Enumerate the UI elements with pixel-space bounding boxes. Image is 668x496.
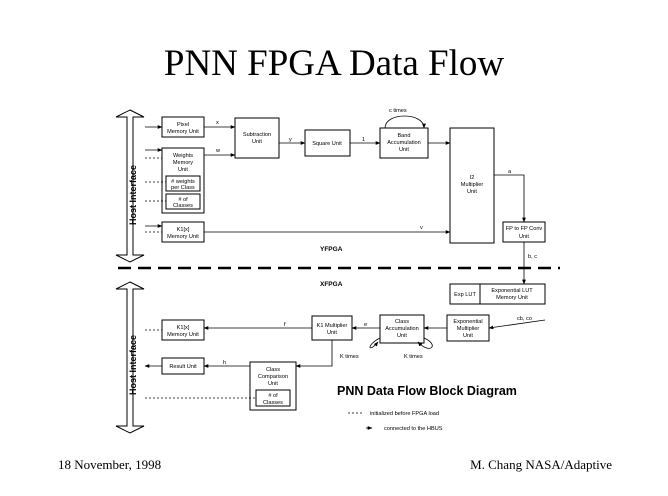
k1-mult-label-2: Unit bbox=[327, 330, 337, 336]
legend-arrow-text: connected to the HBUS bbox=[384, 426, 443, 432]
signal-a: a bbox=[508, 169, 512, 175]
connectors-lower bbox=[144, 319, 546, 368]
fp-conv-unit-word: Unit bbox=[519, 234, 529, 240]
result-label: Result Unit bbox=[169, 364, 197, 370]
host-interface-arrow-bottom bbox=[115, 281, 145, 434]
k1-memory-bottom-label-1: K1[x] bbox=[177, 325, 190, 331]
footer-author: M. Chang NASA/Adaptive bbox=[470, 457, 612, 472]
square-label: Square Unit bbox=[312, 141, 342, 147]
k1-memory-top-label-1: K1[x] bbox=[177, 227, 190, 233]
k1-mult-label-1: K1 Multiplier bbox=[317, 323, 348, 329]
i2-mult-label-3: Unit bbox=[467, 189, 477, 195]
signal-v: v bbox=[420, 225, 423, 231]
subtraction-label-1: Subtraction bbox=[243, 132, 271, 138]
band-accum-label-1: Band bbox=[397, 133, 410, 139]
signal-one: 1 bbox=[362, 137, 365, 143]
exponential-multiplier-unit bbox=[446, 314, 490, 342]
subtraction-unit bbox=[234, 117, 280, 159]
dotted-init-lines-upper bbox=[145, 157, 166, 233]
legend-title: PNN Data Flow Block Diagram bbox=[337, 384, 517, 398]
i2-mult-label-2: Multiplier bbox=[461, 182, 484, 188]
band-accumulation-unit bbox=[379, 127, 429, 159]
signal-c-times: c times bbox=[389, 108, 407, 114]
weights-memory-label-2: Memory bbox=[173, 160, 193, 166]
k1-memory-bottom-label-2: Memory Unit bbox=[167, 332, 199, 338]
class-accum-label-3: Unit bbox=[397, 333, 407, 339]
signal-k-times: K times bbox=[340, 354, 359, 360]
exp-lut-label-1: Exponential LUT bbox=[491, 288, 533, 294]
signal-y: y bbox=[289, 137, 292, 143]
signal-bc: b, c bbox=[528, 254, 537, 260]
signal-k-times-b: K times bbox=[404, 354, 423, 360]
pixel-memory-label-2: Memory Unit bbox=[167, 129, 199, 135]
hbus-arrows-upper bbox=[145, 125, 163, 228]
yfpga-label: YFPGA bbox=[320, 246, 343, 253]
signal-f: f bbox=[284, 322, 286, 328]
band-accum-label-2: Accumulation bbox=[387, 140, 421, 146]
exp-mult-label-2: Multiplier bbox=[457, 326, 480, 332]
num-classes-label-2: Classes bbox=[173, 203, 193, 209]
weights-per-class-label-2: per Class bbox=[171, 185, 195, 191]
signal-h: h bbox=[223, 360, 226, 366]
num-classes-label-1: # of bbox=[178, 197, 188, 203]
signal-cbco: cb, co bbox=[517, 316, 532, 322]
fp-conv-label: FP to FP Conv bbox=[506, 226, 543, 232]
i2-multiplier-unit bbox=[449, 127, 495, 244]
weights-per-class-label-1: # weights bbox=[171, 179, 195, 185]
page-title: PNN FPGA Data Flow bbox=[163, 43, 505, 84]
k1-memory-top-label-2: Memory Unit bbox=[167, 234, 199, 240]
class-compare-label-1: Class bbox=[266, 367, 280, 373]
num-classes-bottom-label-2: Classes bbox=[263, 400, 283, 406]
class-accum-label-1: Class bbox=[395, 319, 409, 325]
host-interface-label-bottom: Host Interface bbox=[128, 335, 138, 395]
weights-memory-label-3: Unit bbox=[178, 167, 188, 173]
xfpga-label: XFPGA bbox=[320, 281, 343, 288]
host-interface-label-top: Host Interface bbox=[128, 165, 138, 225]
connectors-upper bbox=[204, 115, 526, 285]
num-classes-box bbox=[165, 193, 201, 210]
weights-memory-label-1: Weights bbox=[173, 153, 193, 159]
signal-e: e bbox=[364, 322, 367, 328]
footer-date: 18 November, 1998 bbox=[58, 457, 162, 472]
band-accum-label-3: Unit bbox=[399, 147, 409, 153]
subtraction-label-2: Unit bbox=[252, 139, 262, 145]
i2-mult-label-1: I2 bbox=[470, 175, 475, 181]
weights-per-class-box bbox=[165, 175, 201, 192]
exp-mult-label-3: Unit bbox=[463, 333, 473, 339]
class-compare-label-3: Unit bbox=[268, 381, 278, 387]
pixel-memory-label-1: Pixel bbox=[177, 122, 189, 128]
class-compare-label-2: Comparison bbox=[258, 374, 288, 380]
legend-dotted-text: initialized before FPGA load bbox=[370, 411, 439, 417]
signal-x: x bbox=[216, 120, 219, 126]
exponential-lut-memory-unit bbox=[479, 283, 546, 305]
exp-mult-label-1: Exponential bbox=[453, 319, 482, 325]
exp-lut-label-2: Memory Unit bbox=[496, 295, 528, 301]
host-interface-arrow-top bbox=[115, 109, 145, 263]
dotted-init-lines-lower bbox=[145, 329, 256, 399]
class-accum-label-2: Accumulation bbox=[385, 326, 419, 332]
num-classes-box-bottom bbox=[255, 389, 291, 407]
exp-lut-small-label: Exp LUT bbox=[454, 292, 476, 298]
num-classes-bottom-label-1: # of bbox=[268, 393, 278, 399]
signal-w: w bbox=[215, 148, 221, 154]
